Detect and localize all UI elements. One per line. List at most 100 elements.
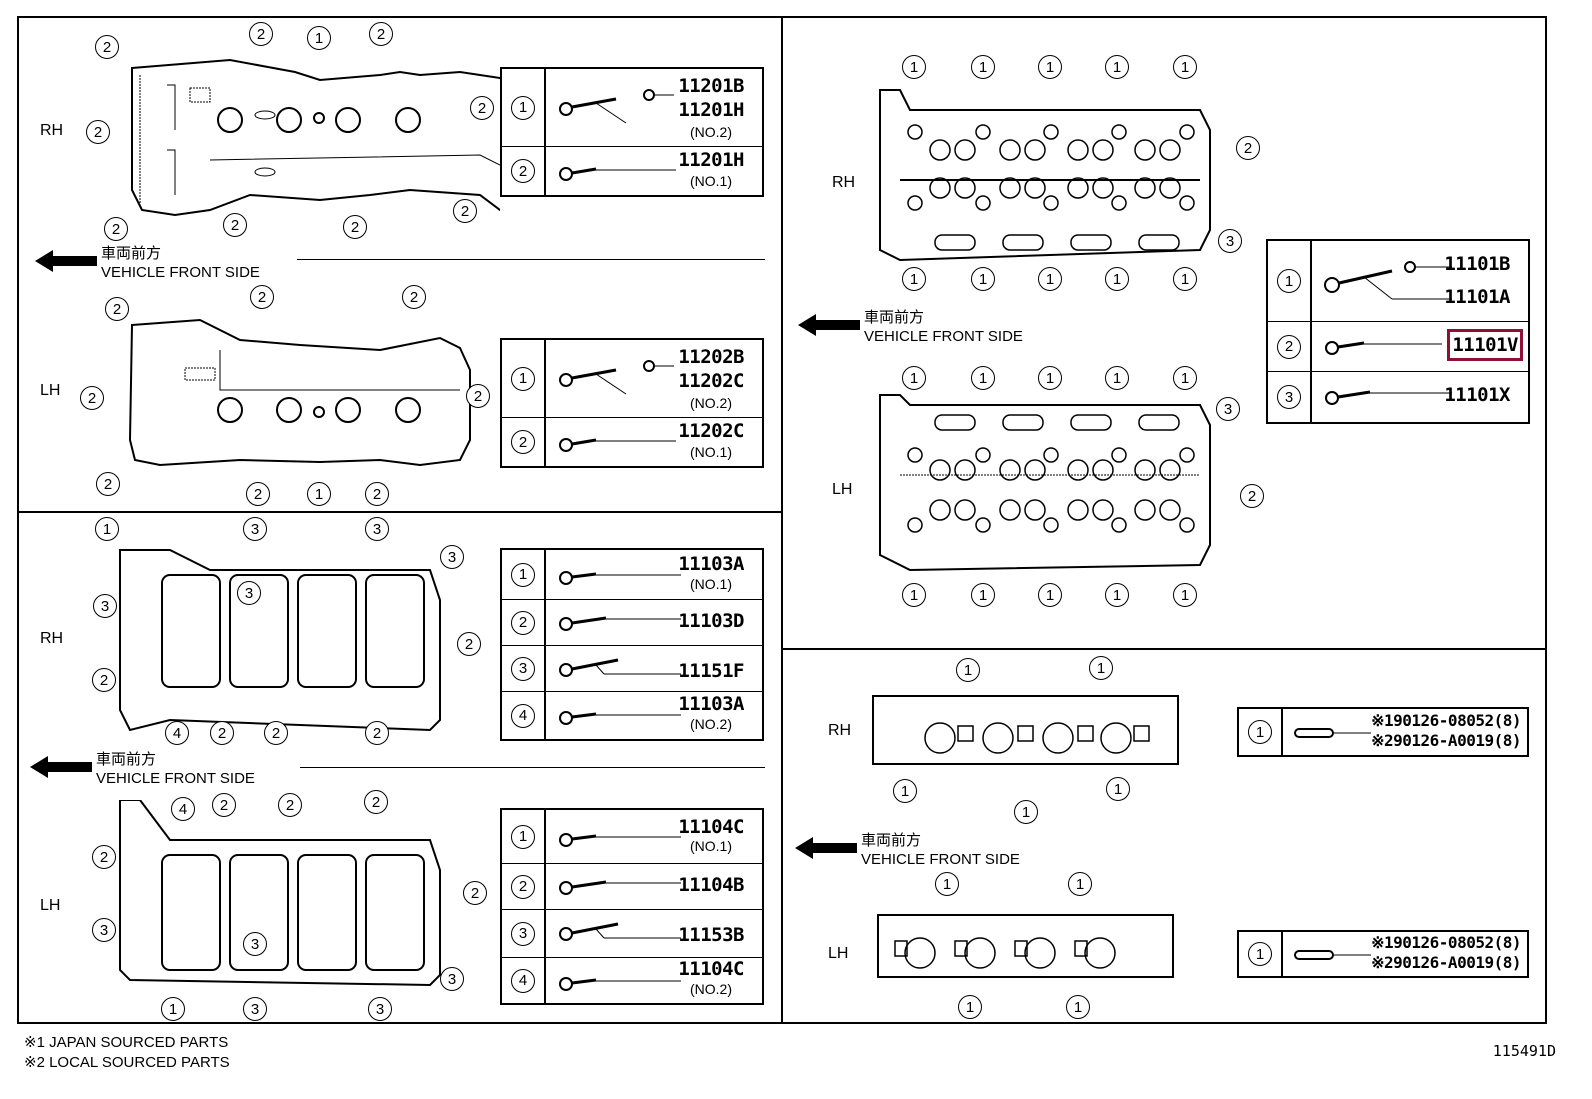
callout-2: 2 [343,215,367,239]
callout-1: 1 [1066,995,1090,1019]
callout-1: 1 [307,482,331,506]
callout-1: 1 [971,366,995,390]
callout-4: 4 [171,797,195,821]
callout-3: 3 [243,997,267,1021]
part-note: (NO.1) [690,838,732,854]
part-number-highlighted[interactable]: 11101V [1447,329,1523,361]
rh-label: RH [828,722,852,739]
rh-label: RH [40,122,64,139]
callout-2: 2 [92,845,116,869]
part-number[interactable]: 11151F [678,660,744,682]
callout-1: 1 [1038,267,1062,291]
parts-row: 4 11104C (NO.2) [502,958,762,1003]
right-horizontal-divider [782,648,1547,650]
callout-1: 1 [1105,267,1129,291]
part-number[interactable]: 11101B [1444,253,1510,275]
part-number[interactable]: 11202C [678,420,744,442]
parts-row: 1 ※190126-08052(8) ※290126-A0019(8) [1239,709,1527,755]
arrow-left-icon [35,250,97,272]
callout-1: 1 [893,779,917,803]
parts-row: 1 11201B 11201H (NO.2) [502,69,762,147]
item-number: 2 [511,159,535,183]
part-number[interactable]: 11153B [678,924,744,946]
part-number[interactable]: 11201H [678,99,744,121]
vehicle-front-indicator: 車両前方 VEHICLE FRONT SIDE [30,750,255,788]
parts-table-stud-rh: 1 ※190126-08052(8) ※290126-A0019(8) [1237,707,1529,757]
lh-label: LH [40,382,61,399]
part-number[interactable]: ※290126-A0019(8) [1371,953,1521,972]
part-number[interactable]: ※190126-08052(8) [1371,933,1521,952]
cylinder-head-lh-diagram [879,394,1211,572]
item-number: 2 [511,874,535,899]
vertical-divider [781,16,783,1024]
front-label-jp: 車両前方 [864,309,925,326]
part-number[interactable]: 11104B [678,874,744,896]
parts-row: 3 11151F [502,646,762,692]
callout-1: 1 [1089,656,1113,680]
parts-row: 2 11202C (NO.1) [502,418,762,466]
part-number[interactable]: 11202C [678,370,744,392]
callout-3: 3 [1218,229,1242,253]
part-number[interactable]: ※290126-A0019(8) [1371,731,1521,750]
callout-2: 2 [105,297,129,321]
parts-table-stud-lh: 1 ※190126-08052(8) ※290126-A0019(8) [1237,930,1529,978]
bolt-icon [559,438,676,452]
callout-1: 1 [902,267,926,291]
item-number: 3 [511,921,535,946]
callout-1: 1 [902,366,926,390]
callout-1: 1 [1173,583,1197,607]
callout-1: 1 [935,872,959,896]
callout-2: 2 [365,721,389,745]
item-number: 1 [1277,269,1301,293]
part-note: (NO.1) [690,444,732,460]
bolt-icon [559,658,681,677]
part-number[interactable]: 11201B [678,75,744,97]
bolt-icon [559,977,681,991]
callout-2: 2 [1236,136,1260,160]
part-number[interactable]: ※190126-08052(8) [1371,711,1521,730]
part-number[interactable]: 11103A [678,553,744,575]
part-number[interactable]: 11103D [678,610,744,632]
callout-2: 2 [264,721,288,745]
bolt-icon [559,616,681,631]
arrow-left-icon [795,837,857,859]
part-number[interactable]: 11104C [678,816,744,838]
parts-table-cylinder-head: 1 11101B 11101A 2 11101V 3 11101X [1266,239,1530,424]
callout-1: 1 [1105,366,1129,390]
callout-1: 1 [971,267,995,291]
callout-3: 3 [365,517,389,541]
callout-2: 2 [86,120,110,144]
bearing-cap-lh-diagram [119,800,441,987]
parts-row: 2 11103D [502,600,762,646]
bolt-washer-icon [559,89,674,124]
callout-1: 1 [307,26,331,50]
callout-2: 2 [104,217,128,241]
rh-label: RH [832,174,856,191]
cam-cover-lh-diagram [128,318,471,467]
callout-1: 1 [95,517,119,541]
bolt-icon [559,922,681,941]
footnote-japan: ※1 JAPAN SOURCED PARTS [24,1034,229,1051]
arrow-left-icon [30,756,92,778]
callout-1: 1 [1173,267,1197,291]
vehicle-front-indicator: 車両前方 VEHICLE FRONT SIDE [798,308,1023,346]
callout-3: 3 [243,517,267,541]
callout-2: 2 [466,384,490,408]
callout-1: 1 [1068,872,1092,896]
part-number[interactable]: 11101X [1444,384,1510,406]
part-number[interactable]: 11104C [678,958,744,980]
vehicle-front-indicator: 車両前方 VEHICLE FRONT SIDE [795,831,1020,869]
part-number[interactable]: 11201H [678,149,744,171]
parts-table-bearing-cap-rh: 1 11103A (NO.1) 2 11103D 3 11151F 4 1110… [500,548,764,741]
part-number[interactable]: 11202B [678,346,744,368]
parts-row: 1 ※190126-08052(8) ※290126-A0019(8) [1239,932,1527,976]
callout-2: 2 [249,22,273,46]
part-number[interactable]: 11101A [1444,286,1510,308]
stud-bolt-icon [1294,728,1371,738]
parts-row: 4 11103A (NO.2) [502,692,762,739]
callout-2: 2 [364,790,388,814]
part-number[interactable]: 11103A [678,693,744,715]
part-note: (NO.1) [690,173,732,189]
callout-2: 2 [453,199,477,223]
footnote-local: ※2 LOCAL SOURCED PARTS [24,1054,230,1071]
